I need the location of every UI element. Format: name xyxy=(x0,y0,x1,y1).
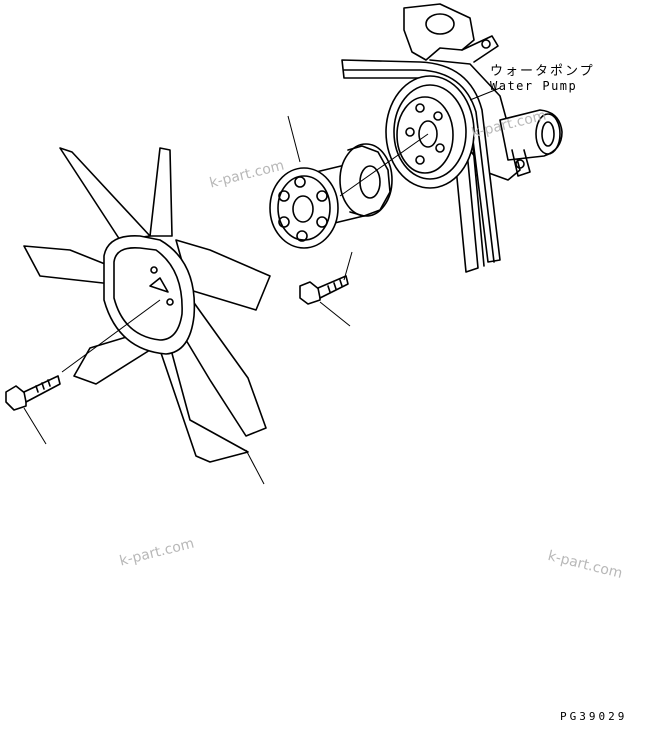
spacer-bolt xyxy=(299,251,353,327)
water-pump-label-en: Water Pump xyxy=(490,79,578,93)
drawing-code: PG39029 xyxy=(560,710,628,723)
cooling-fan xyxy=(23,147,271,485)
fan-bolt xyxy=(5,375,61,445)
fan-spacer xyxy=(269,115,429,249)
pump-leader-line xyxy=(469,87,501,101)
water-pump-label-jp: ウォータポンプ xyxy=(490,64,595,79)
water-pump xyxy=(341,3,563,273)
